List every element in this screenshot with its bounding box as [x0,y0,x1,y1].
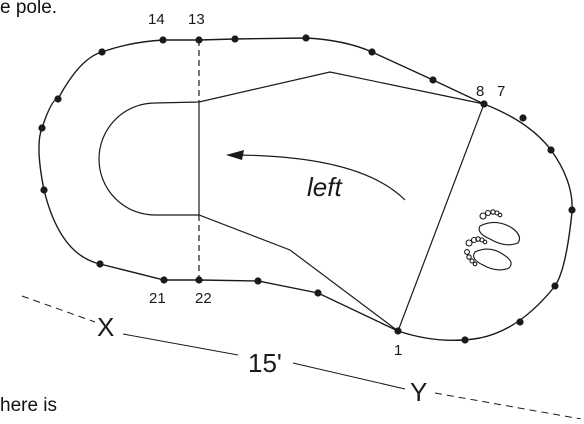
footprints-icon [464,209,521,271]
point-label-21: 21 [149,290,166,307]
track-point [160,276,168,284]
reference-end-label: Y [410,377,427,407]
track-point [38,124,46,132]
track-point [231,35,239,43]
track-point [480,100,488,108]
reference-distance-label: 15' [248,348,282,378]
point-label-8: 8 [476,83,484,100]
reference-line-segment-2 [292,362,406,390]
track-point [394,327,402,335]
track-point [551,282,559,290]
outer-track-loop [38,37,573,342]
track-point [547,146,555,154]
track-point [195,36,203,44]
point-label-7: 7 [497,83,505,100]
track-point [429,76,437,84]
track-point [314,289,322,297]
track-point [302,34,310,42]
arrowhead-icon [226,150,244,160]
point-label-13: 13 [188,11,205,28]
reference-line-segment-1 [122,333,239,356]
reference-dashed-line-left [21,295,96,323]
point-label-22: 22 [195,290,212,307]
track-point [54,95,62,103]
track-point [254,277,262,285]
direction-label: left [307,172,343,202]
track-point [159,36,167,44]
top-text-fragment: e pole. [0,0,58,18]
track-point [96,260,104,268]
inner-island [98,71,485,332]
reference-dashed-line-right [434,392,582,420]
track-point [368,48,376,56]
track-point [516,318,524,326]
point-label-14: 14 [148,11,165,28]
reference-start-label: X [97,312,114,342]
bottom-text-fragment: here is [0,395,58,416]
track-point [568,206,576,214]
track-points [38,34,576,344]
track-point [195,276,203,284]
point-label-1: 1 [394,342,402,359]
track-point [461,336,469,344]
direction-arrow [229,154,406,201]
track-point [519,114,527,122]
track-point [40,186,48,194]
track-point [98,48,106,56]
